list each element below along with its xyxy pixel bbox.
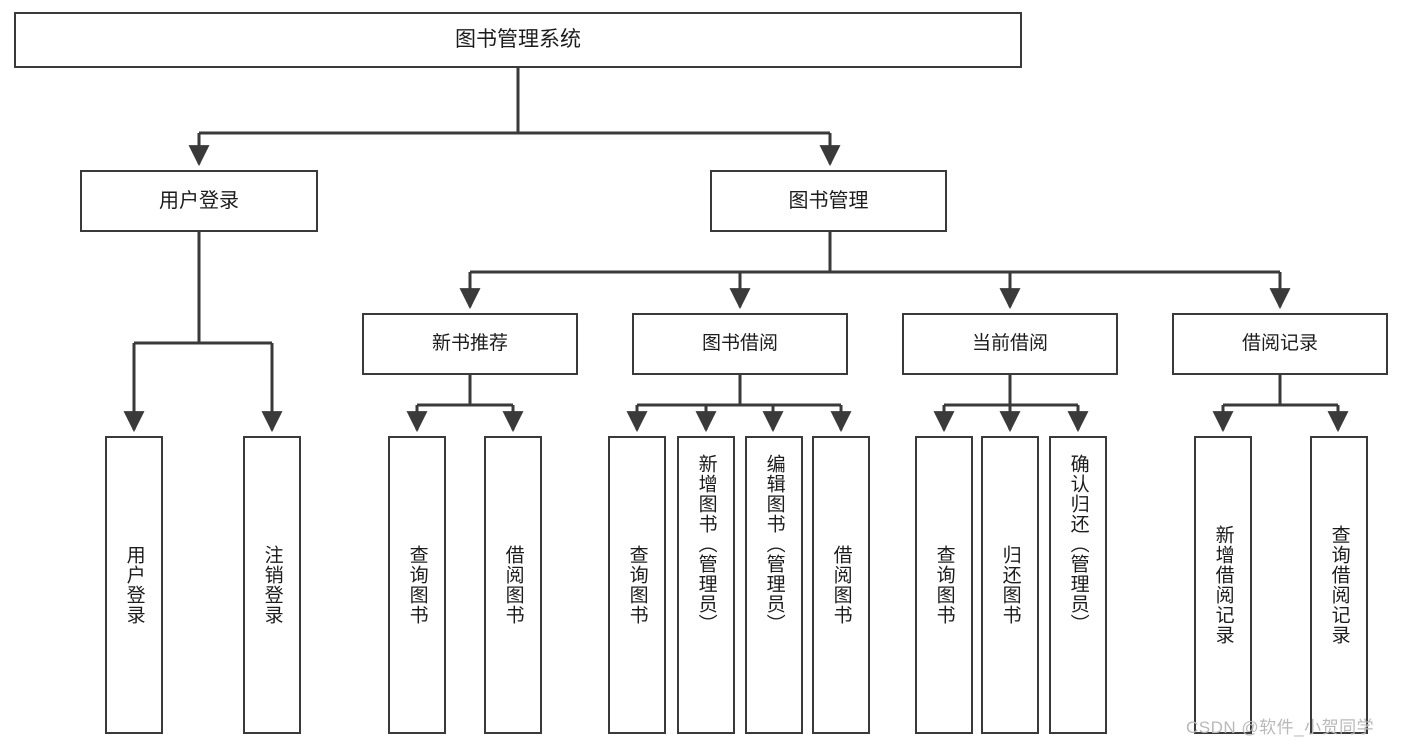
- leaf-add-book-admin[interactable]: 新增图书（管理员）: [677, 436, 735, 734]
- leaf-query-borrow-record[interactable]: 查询借阅记录: [1310, 436, 1368, 734]
- leaf-logout-login[interactable]: 注销登录: [243, 436, 301, 734]
- leaf-edit-book-admin[interactable]: 编辑图书（管理员）: [745, 436, 803, 734]
- csdn-watermark: CSDN @软件_小贺同学: [1186, 718, 1375, 737]
- leaf-borrow-book-borrow[interactable]: 借阅图书: [812, 436, 870, 734]
- leaf-user-login[interactable]: 用户登录: [105, 436, 163, 734]
- node-book-borrow[interactable]: 图书借阅: [632, 313, 848, 375]
- leaf-query-book-current[interactable]: 查询图书: [915, 436, 973, 734]
- node-book-management[interactable]: 图书管理: [710, 170, 947, 232]
- leaf-return-book[interactable]: 归还图书: [981, 436, 1039, 734]
- leaf-query-book-borrow[interactable]: 查询图书: [608, 436, 666, 734]
- leaf-add-borrow-record[interactable]: 新增借阅记录: [1194, 436, 1252, 734]
- leaf-borrow-book-recommend[interactable]: 借阅图书: [484, 436, 542, 734]
- node-current-borrow[interactable]: 当前借阅: [902, 313, 1118, 375]
- node-root-system[interactable]: 图书管理系统: [14, 12, 1022, 68]
- node-borrow-record[interactable]: 借阅记录: [1172, 313, 1388, 375]
- leaf-query-book-recommend[interactable]: 查询图书: [388, 436, 446, 734]
- leaf-confirm-return-admin[interactable]: 确认归还（管理员）: [1049, 436, 1107, 734]
- node-new-book-recommend[interactable]: 新书推荐: [362, 313, 578, 375]
- node-user-login[interactable]: 用户登录: [80, 170, 318, 232]
